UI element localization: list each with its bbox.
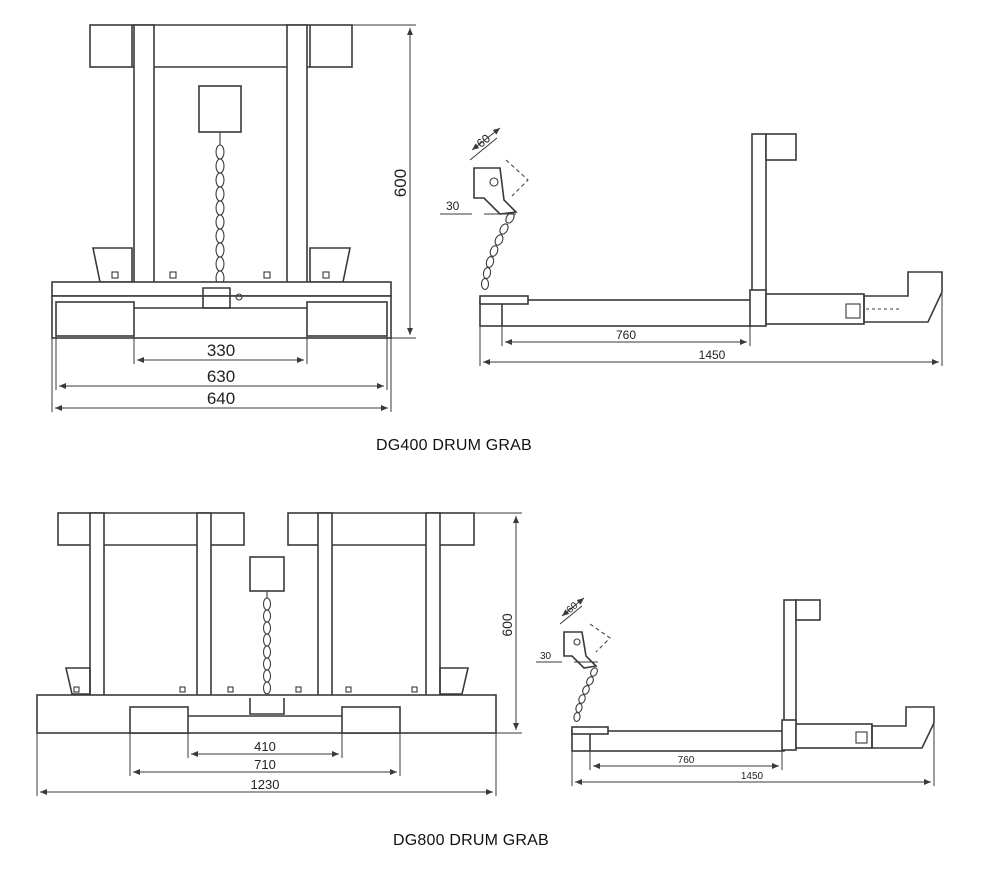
dg800-overall-length-dim: 1450 <box>741 771 764 782</box>
dg400-hook-dim: 60 <box>474 131 493 151</box>
dg800-chain-offset-dim: 30 <box>540 651 552 662</box>
dg400-front-chain <box>215 144 225 286</box>
dg400-side-view: 60 30 760 1450 <box>440 127 943 366</box>
dg400-width-dim-2: 630 <box>207 367 235 386</box>
dg800-side-view: 60 30 760 1450 <box>536 597 935 786</box>
dg400-chain-offset-dim: 30 <box>446 199 460 213</box>
dg800-width-dim-3: 1230 <box>251 777 280 792</box>
dg800-front-view: 600 410 710 1230 <box>36 512 522 796</box>
dg800-caption: DG800 DRUM GRAB <box>393 832 549 849</box>
dg400-height-dim: 600 <box>391 169 410 197</box>
dg400-side-chain <box>480 212 515 291</box>
dg800-width-dim-2: 710 <box>254 757 276 772</box>
dg400-width-dim-1: 330 <box>207 341 235 360</box>
dg800-width-dim-1: 410 <box>254 739 276 754</box>
dg800-inner-length-dim: 760 <box>678 755 695 766</box>
dg400-width-dim-3: 640 <box>207 389 235 408</box>
dg400-front-view: 600 330 630 640 <box>51 24 416 412</box>
dg800-front-chain <box>262 597 272 695</box>
dg400-inner-length-dim: 760 <box>616 328 636 342</box>
dg800-height-dim: 600 <box>499 613 515 637</box>
dg800-side-chain <box>573 667 598 723</box>
dg400-caption: DG400 DRUM GRAB <box>376 437 532 454</box>
dg400-overall-length-dim: 1450 <box>699 348 726 362</box>
